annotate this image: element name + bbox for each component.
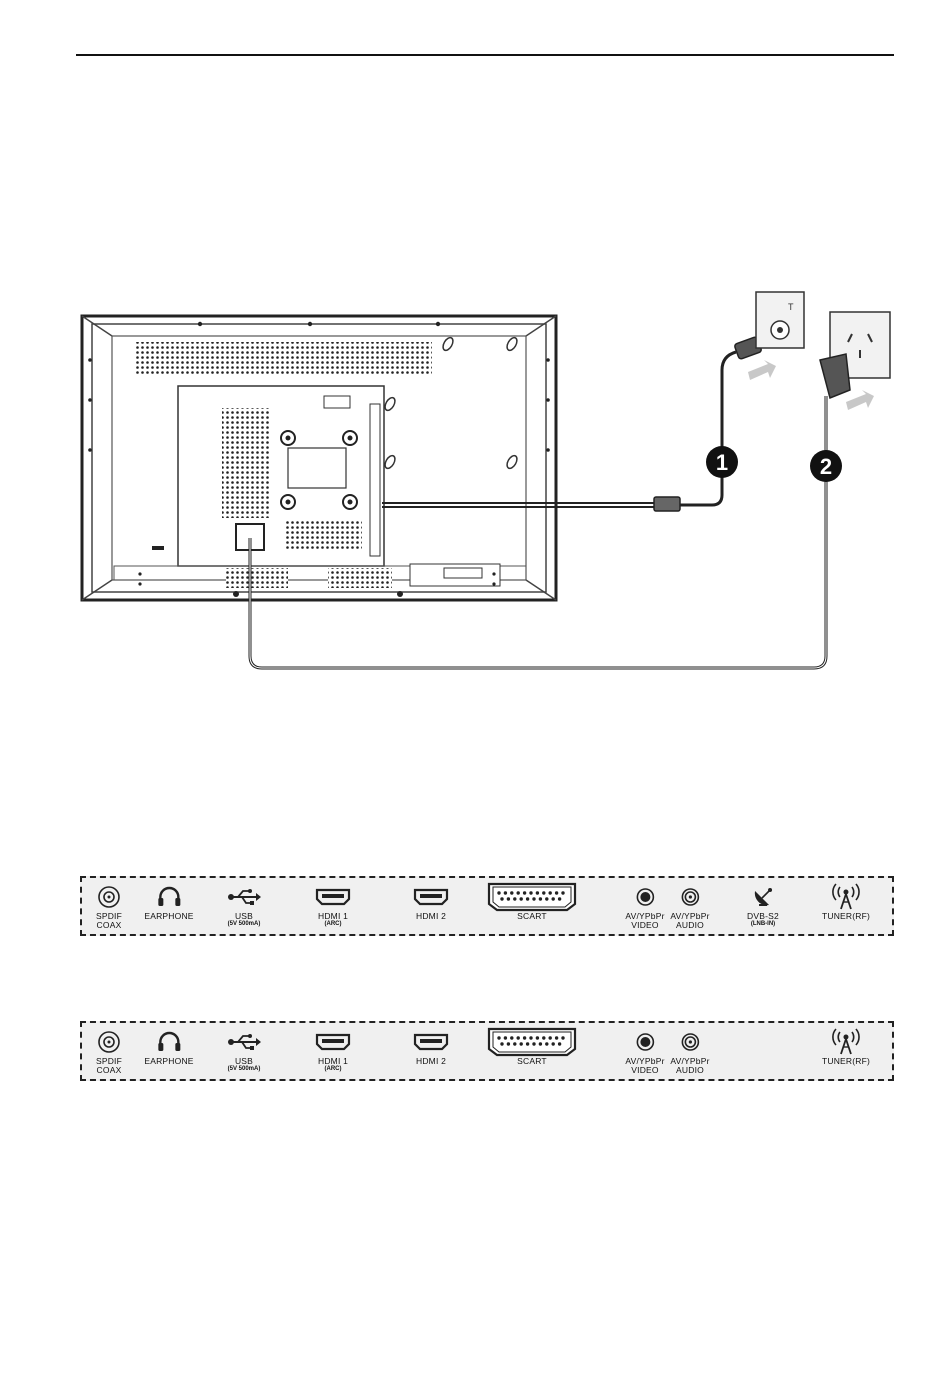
port-usb: USB(5V 500mA) <box>226 1027 262 1073</box>
port-label: COAX <box>97 921 122 930</box>
port-label: HDMI 2 <box>416 1057 446 1066</box>
hdmi-icon <box>413 1027 449 1057</box>
port-earphone: EARPHONE <box>144 1027 193 1066</box>
port-label: EARPHONE <box>144 1057 193 1066</box>
hdmi-icon <box>315 882 351 912</box>
headphone-icon <box>156 882 182 912</box>
port-hdmi2: HDMI 2 <box>413 1027 449 1066</box>
coax-jack-icon <box>97 1027 121 1057</box>
port-tuner: TUNER(RF) <box>822 882 870 921</box>
callout-1-number: 1 <box>716 450 728 475</box>
port-label: AUDIO <box>676 1066 704 1075</box>
svg-text:T: T <box>788 302 794 312</box>
port-label: VIDEO <box>631 921 658 930</box>
power-wall-socket <box>820 312 890 410</box>
port-hdmi1: HDMI 1(ARC) <box>315 882 351 928</box>
port-label: VIDEO <box>631 1066 658 1075</box>
hdmi-icon <box>315 1027 351 1057</box>
rca-jack-icon <box>635 1027 655 1057</box>
callout-2-number: 2 <box>820 454 832 479</box>
usb-icon <box>226 1027 262 1057</box>
port-sublabel: (ARC) <box>325 921 342 928</box>
port-sublabel: (ARC) <box>325 1066 342 1073</box>
port-hdmi1: HDMI 1(ARC) <box>315 1027 351 1073</box>
callout-2: 2 <box>810 450 842 482</box>
headphone-icon <box>156 1027 182 1057</box>
antenna-icon <box>831 1027 861 1057</box>
port-usb: USB(5V 500mA) <box>226 882 262 928</box>
port-hdmi2: HDMI 2 <box>413 882 449 921</box>
port-sublabel: (5V 500mA) <box>228 921 261 928</box>
rca-jack-icon <box>635 882 655 912</box>
port-label: COAX <box>97 1066 122 1075</box>
port-scart: SCART <box>487 1027 577 1066</box>
port-label: USB <box>235 1057 253 1066</box>
rca-ring-icon <box>680 882 700 912</box>
port-label: DVB-S2 <box>747 912 779 921</box>
port-label: USB <box>235 912 253 921</box>
satellite-dish-icon <box>751 882 775 912</box>
port-tuner: TUNER(RF) <box>822 1027 870 1066</box>
scart-icon <box>487 1027 577 1057</box>
port-scart: SCART <box>487 882 577 921</box>
port-earphone: EARPHONE <box>144 882 193 921</box>
port-label: SCART <box>517 1057 547 1066</box>
antenna-icon <box>831 882 861 912</box>
port-label: HDMI 2 <box>416 912 446 921</box>
port-label: HDMI 1 <box>318 1057 348 1066</box>
port-label: EARPHONE <box>144 912 193 921</box>
port-dvbs2: DVB-S2(LNB-IN) <box>747 882 779 928</box>
tv-back-panel <box>82 316 556 600</box>
antenna-wall-socket: T <box>748 292 804 380</box>
rca-ring-icon <box>680 1027 700 1057</box>
port-label: AUDIO <box>676 921 704 930</box>
scart-icon <box>487 882 577 912</box>
port-label: HDMI 1 <box>318 912 348 921</box>
coax-jack-icon <box>97 882 121 912</box>
port-sublabel: (LNB-IN) <box>751 921 775 928</box>
hdmi-icon <box>413 882 449 912</box>
callout-1: 1 <box>706 446 738 478</box>
tv-connection-diagram: T 1 2 <box>0 0 950 700</box>
port-label: SCART <box>517 912 547 921</box>
port-label: TUNER(RF) <box>822 1057 870 1066</box>
port-label: TUNER(RF) <box>822 912 870 921</box>
usb-icon <box>226 882 262 912</box>
port-sublabel: (5V 500mA) <box>228 1066 261 1073</box>
